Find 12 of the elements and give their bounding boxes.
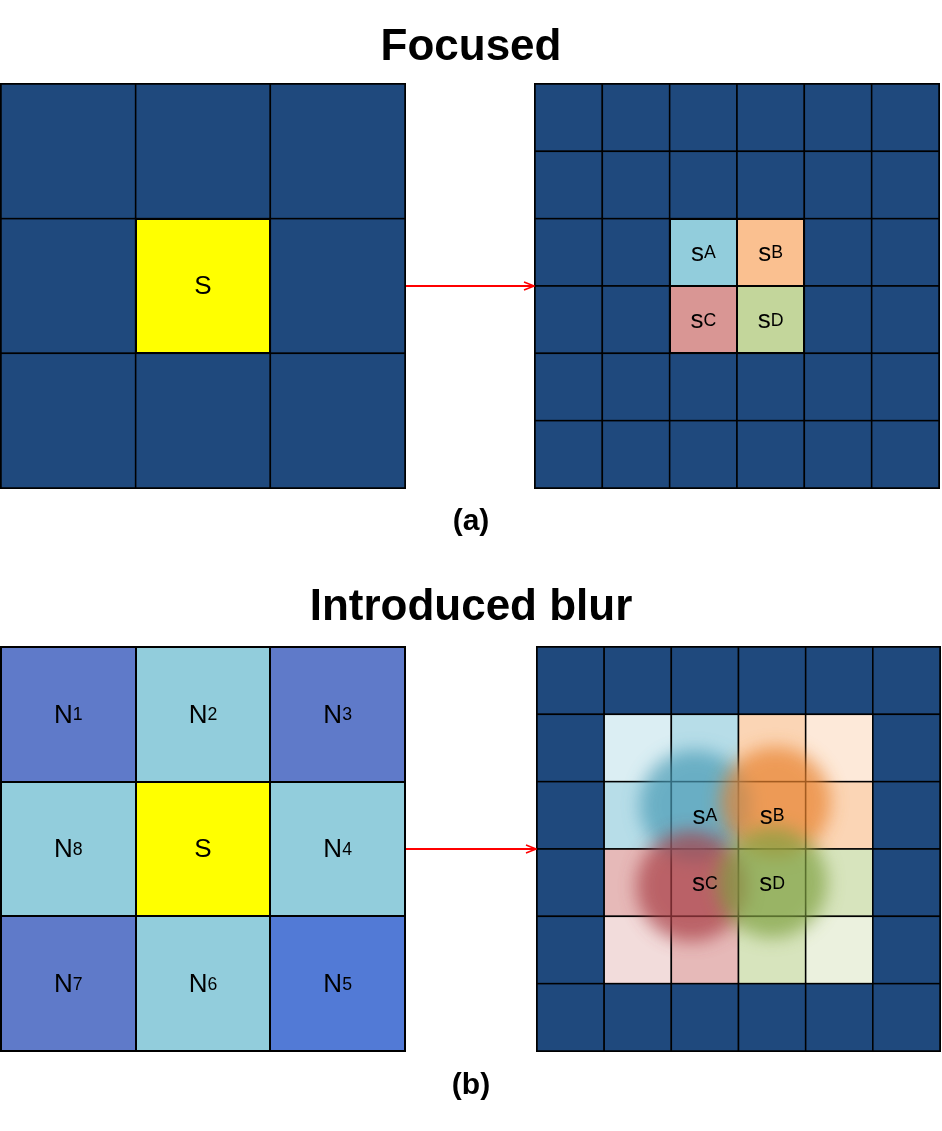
- panel-label: (a): [452, 503, 490, 537]
- pixel-grid: [1, 84, 405, 488]
- panel-label: (b): [451, 1067, 491, 1101]
- arrow: [405, 281, 535, 291]
- arrow: [405, 844, 537, 854]
- pixel-cell: S: [135, 781, 271, 917]
- pixel-cell: S: [135, 218, 271, 354]
- panel-heading: Focused: [380, 20, 562, 70]
- pixel-grid: [1, 647, 405, 1051]
- panel-heading: Introduced blur: [309, 580, 633, 630]
- pixel-grid: [535, 84, 939, 488]
- pixel-grid: [537, 647, 940, 1051]
